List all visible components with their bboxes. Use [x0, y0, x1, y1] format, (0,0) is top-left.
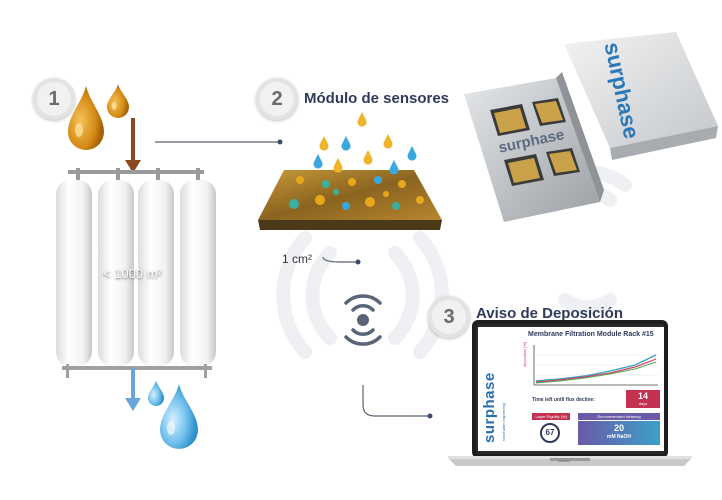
- dashboard-tagline: smart water engineering: [502, 403, 506, 441]
- down-arrow-icon: [125, 118, 141, 173]
- time-left-label: Time left until flux decline:: [532, 397, 595, 403]
- time-left-unit: days: [638, 401, 648, 406]
- wireless-signal-icon: [344, 294, 382, 346]
- time-left-value: 14: [637, 391, 648, 401]
- dashboard-screen: surphase smart water engineering Membran…: [478, 327, 664, 451]
- layer-rigidity-label: Layer Rigidity [%]: [532, 413, 570, 420]
- water-drop-icon: [160, 384, 198, 449]
- oil-drop-icon: [68, 86, 104, 150]
- dashboard-title: Membrane Filtration Module Rack #15: [528, 331, 654, 338]
- step-3-number: 3: [443, 306, 455, 328]
- cleaning-badge: 20 mM NaOH: [578, 421, 660, 445]
- cleaning-label: Recommended cleaning: [578, 413, 660, 420]
- step-2-title: Módulo de sensores: [304, 90, 450, 107]
- time-left-badge: 14 days: [626, 390, 660, 408]
- layer-rigidity-gauge: 67: [540, 423, 560, 443]
- membrane-module-icon: [56, 168, 216, 378]
- blue-down-arrow-icon: [125, 368, 141, 411]
- step-1-badge: 1: [33, 78, 75, 120]
- sensor-area-label: 1 cm²: [282, 252, 312, 266]
- dashboard-logo: surphase: [481, 372, 498, 443]
- membrane-area-label: < 1000 m²: [103, 266, 162, 281]
- step-3-title: Aviso de Deposición: [476, 305, 623, 322]
- sensor-box-icon: [464, 32, 718, 222]
- step-2-number: 2: [271, 88, 283, 110]
- laptop-brand-label: MacBook: [558, 459, 571, 463]
- small-water-drop-icon: [148, 381, 164, 406]
- dashboard-y-axis-label: deposition [%]: [522, 341, 527, 367]
- step-2-badge: 2: [256, 78, 298, 120]
- small-oil-drop-icon: [107, 84, 129, 118]
- step-3-badge: 3: [428, 296, 470, 338]
- cleaning-value: 20: [613, 423, 624, 433]
- cleaning-unit: mM NaOH: [607, 434, 631, 440]
- deposition-chart: [533, 345, 658, 386]
- step-1-number: 1: [48, 88, 60, 110]
- sensor-chip-icon: [258, 112, 442, 230]
